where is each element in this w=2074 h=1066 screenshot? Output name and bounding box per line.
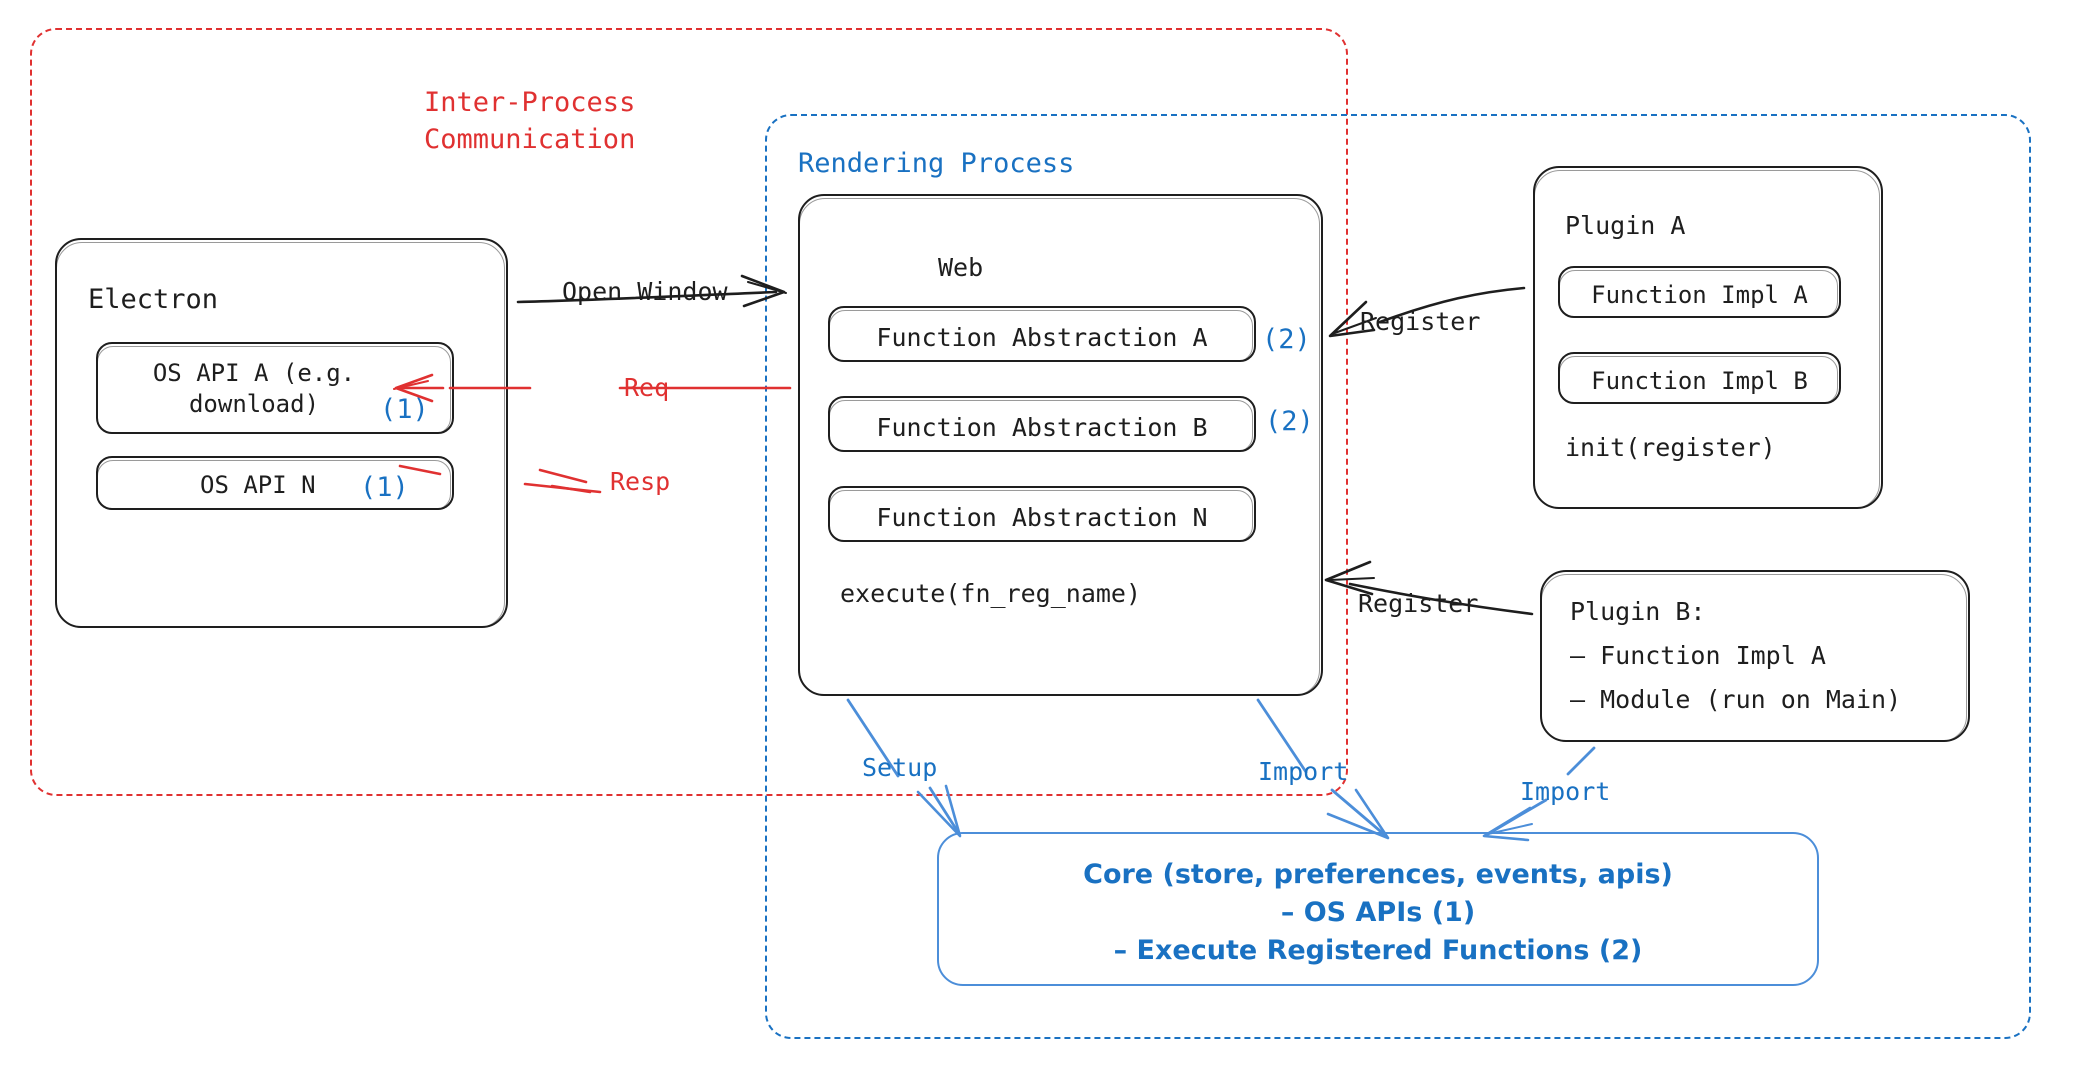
plugin-b-box[interactable] [1540,570,1970,742]
os-api-a-marker: (1) [380,394,429,425]
function-abstraction-b-box[interactable] [828,396,1256,452]
function-abstraction-b-label: Function Abstraction B [876,413,1208,442]
os-api-n-box[interactable] [96,456,454,510]
core-line-1: Core (store, preferences, events, apis) [1083,859,1673,890]
core-line-2: – OS APIs (1) [1280,897,1476,928]
edge-label-setup: Setup [862,753,938,782]
plugin-b-line-1: – Function Impl A [1570,641,1826,670]
region-rendering-process [765,114,2031,1039]
web-box[interactable] [798,194,1323,696]
os-api-a-label: OS API A (e.g. download) [152,359,356,419]
function-abstraction-b-marker: (2) [1265,406,1314,437]
function-abstraction-n-label: Function Abstraction N [876,503,1208,532]
function-abstraction-a-box[interactable] [828,306,1256,362]
edge-label-register-plugin-a: Register [1360,307,1481,336]
region-inter-process-communication [30,28,1348,796]
plugin-b-line-2: – Module (run on Main) [1570,685,1902,714]
web-title: Web [938,253,984,282]
edge-label-resp: Resp [610,467,671,496]
os-api-n-marker: (1) [360,472,409,503]
electron-title: Electron [88,284,219,315]
function-abstraction-a-label: Function Abstraction A [876,323,1208,352]
core-line-3: – Execute Registered Functions (2) [1113,935,1643,966]
edge-label-register-plugin-b: Register [1358,589,1479,618]
web-execute-footer: execute(fn_reg_name) [840,579,1142,608]
function-abstraction-a-marker: (2) [1262,324,1311,355]
edge-label-open-window: Open Window [562,277,728,306]
plugin-a-init-footer: init(register) [1565,433,1776,462]
region-label-ipc: Inter-Process Communication [424,87,636,156]
plugin-a-box[interactable] [1533,166,1883,509]
function-impl-a-label: Function Impl A [1591,281,1808,309]
region-label-rendering-process: Rendering Process [798,148,1075,179]
os-api-n-label: OS API N [200,471,316,499]
function-impl-a-box[interactable] [1558,266,1841,318]
plugin-b-title: Plugin B: [1570,597,1706,626]
function-abstraction-n-box[interactable] [828,486,1256,542]
function-impl-b-label: Function Impl B [1591,367,1808,395]
electron-box[interactable] [55,238,508,628]
function-impl-b-box[interactable] [1558,352,1841,404]
plugin-a-title: Plugin A [1565,211,1686,240]
edge-label-import-plugin: Import [1520,777,1611,806]
edge-label-req: Req [624,373,670,402]
edge-label-import-web: Import [1258,757,1349,786]
